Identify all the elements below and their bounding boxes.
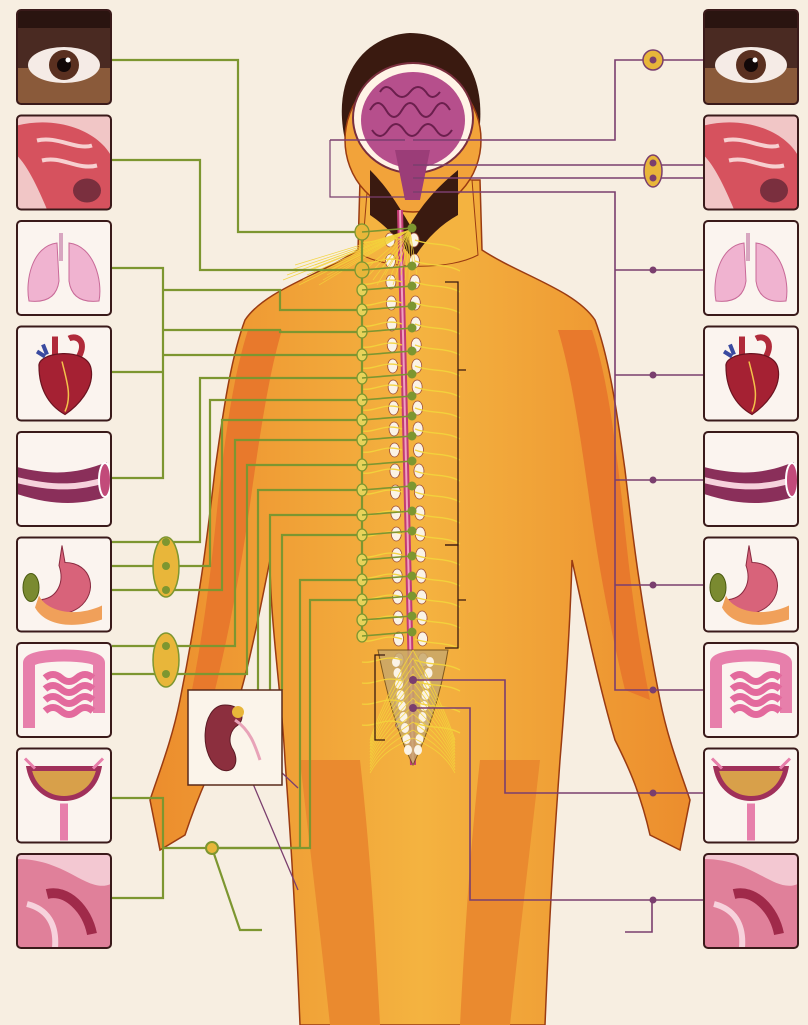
vertebra-left (388, 359, 398, 373)
bladder-icon (704, 749, 798, 843)
spinal-root (408, 527, 417, 536)
sacral-foramen (404, 745, 412, 755)
blood-vessel-icon (17, 432, 111, 526)
vertebra-right (417, 611, 427, 625)
spinal-root (408, 507, 417, 516)
spinal-root (408, 282, 417, 291)
vertebra-right (416, 548, 426, 562)
lungs-icon (704, 221, 798, 315)
heart-icon (704, 327, 798, 421)
sacral-foramen (426, 657, 434, 667)
sacral-foramen (414, 745, 422, 755)
vertebra-left (388, 380, 398, 394)
heart-icon (17, 327, 111, 421)
bladder-icon (17, 749, 111, 843)
intestine-icon (704, 643, 798, 737)
spinal-root (408, 370, 417, 379)
left-organ-panels (17, 10, 111, 948)
spinal-root (408, 482, 417, 491)
blood-vessel-icon (704, 432, 798, 526)
vertebra-left (391, 527, 401, 541)
vertebra-left (390, 443, 400, 457)
spinal-root (408, 572, 417, 581)
spinal-root (408, 412, 417, 421)
vertebra-left (389, 401, 399, 415)
spinal-root (408, 302, 417, 311)
spinal-root (408, 612, 417, 621)
spinal-root (408, 457, 417, 466)
spinal-root (408, 392, 417, 401)
vertebra-left (387, 338, 397, 352)
vertebra-right (418, 632, 428, 646)
spinal-root (408, 432, 417, 441)
nasal-cavity-icon (17, 116, 111, 210)
stomach-icon (17, 538, 111, 632)
nasal-cavity-icon (704, 116, 798, 210)
vertebra-left (389, 422, 399, 436)
eye-icon (17, 10, 111, 104)
spinal-root (408, 224, 417, 233)
spinal-root (408, 552, 417, 561)
spinal-root (408, 262, 417, 271)
spinal-root (408, 324, 417, 333)
spinal-root (408, 628, 417, 637)
lungs-icon (17, 221, 111, 315)
mesenteric-ganglion (153, 633, 179, 687)
spinal-root (408, 347, 417, 356)
right-organ-panels (704, 10, 798, 948)
stomach-icon (704, 538, 798, 632)
vertebra-right (417, 590, 427, 604)
kidney-inset (188, 690, 282, 785)
intestine-icon (17, 643, 111, 737)
sacral-foramen (419, 712, 427, 722)
spinal-root (408, 592, 417, 601)
uterus-icon (17, 854, 111, 948)
vertebra-right (416, 569, 426, 583)
vertebra-left (390, 464, 400, 478)
eye-icon (704, 10, 798, 104)
uterus-icon (704, 854, 798, 948)
